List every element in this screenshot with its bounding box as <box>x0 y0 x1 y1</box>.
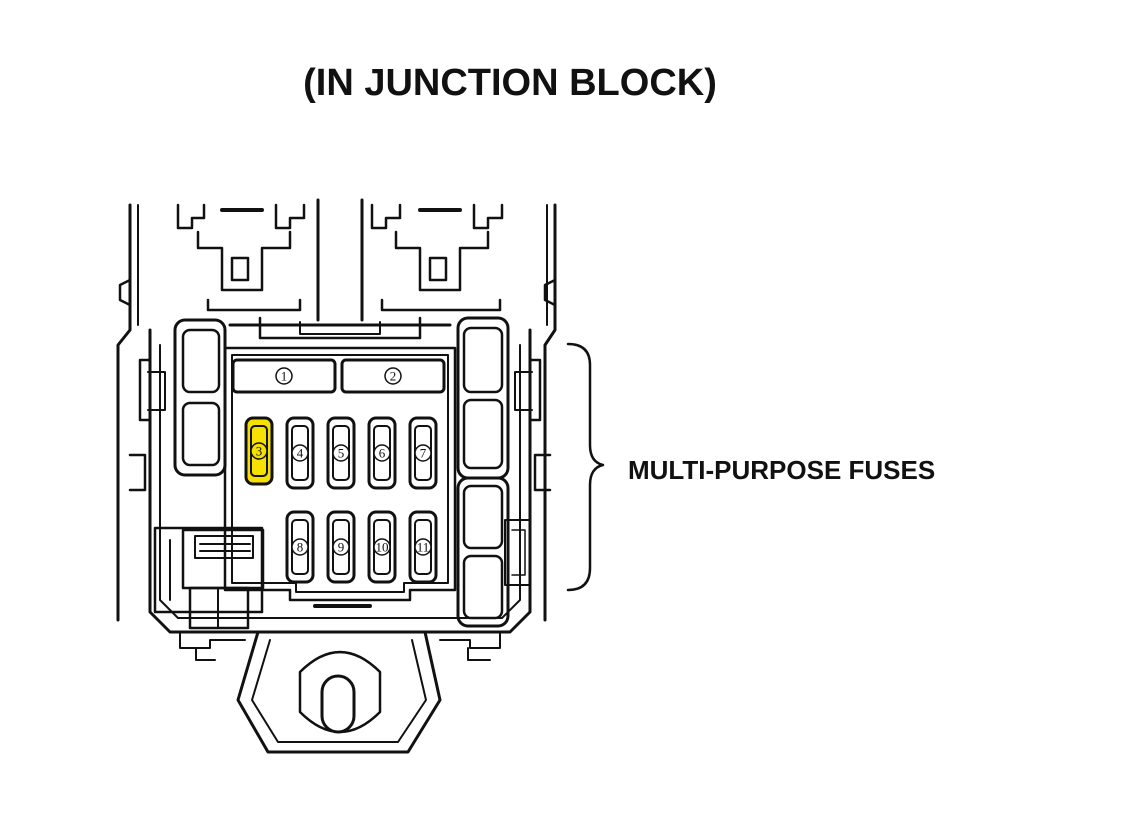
right-relay-housing <box>456 316 510 628</box>
fuse-8: 8 <box>285 510 315 584</box>
fuse-number-circle <box>275 367 293 385</box>
fuse-3: 3 <box>244 416 274 486</box>
fuse-9: 9 <box>326 510 356 584</box>
fuse-number: 8 <box>297 540 304 555</box>
mounting-bracket <box>179 604 501 754</box>
fuse-7: 7 <box>408 416 438 490</box>
callout-brace <box>566 342 605 592</box>
fuse-10: 10 <box>367 510 397 584</box>
fuse-number: 2 <box>390 369 397 384</box>
fuse-number-circle <box>291 444 309 462</box>
fuse-number: 10 <box>376 540 389 555</box>
junction-block-body <box>128 316 552 634</box>
fuse-number-circle <box>373 444 391 462</box>
callout-label: MULTI-PURPOSE FUSES <box>628 455 936 485</box>
fuse-number-circle <box>250 442 268 460</box>
fuse-number-circle <box>384 367 402 385</box>
fuse-layer: 1 2 3 4 5 6 7 8 9 10 11 <box>231 358 446 584</box>
diagram-title: (IN JUNCTION BLOCK) <box>303 62 717 104</box>
fuse-number: 3 <box>256 444 263 459</box>
fuse-number-circle <box>414 538 432 556</box>
fuse-number: 7 <box>420 446 427 461</box>
fuse-number: 5 <box>338 446 345 461</box>
fuse-number-circle <box>332 444 350 462</box>
fuse-number: 1 <box>281 369 288 384</box>
lower-left-connector <box>153 526 265 630</box>
fuse-number: 9 <box>338 540 345 555</box>
fuse-number-circle <box>332 538 350 556</box>
fuse-6: 6 <box>367 416 397 490</box>
fuse-number: 11 <box>417 540 430 555</box>
fuse-11: 11 <box>408 510 438 584</box>
upper-connector-housing <box>116 198 557 622</box>
fuse-number: 6 <box>379 446 386 461</box>
fuse-5: 5 <box>326 416 356 490</box>
fuse-1: 1 <box>231 358 337 394</box>
fuse-number-circle <box>414 444 432 462</box>
left-relay-housing <box>173 318 227 477</box>
fuse-2: 2 <box>340 358 446 394</box>
fuse-4: 4 <box>285 416 315 490</box>
fuse-number-circle <box>373 538 391 556</box>
fuse-number: 4 <box>297 446 304 461</box>
fuse-number-circle <box>291 538 309 556</box>
